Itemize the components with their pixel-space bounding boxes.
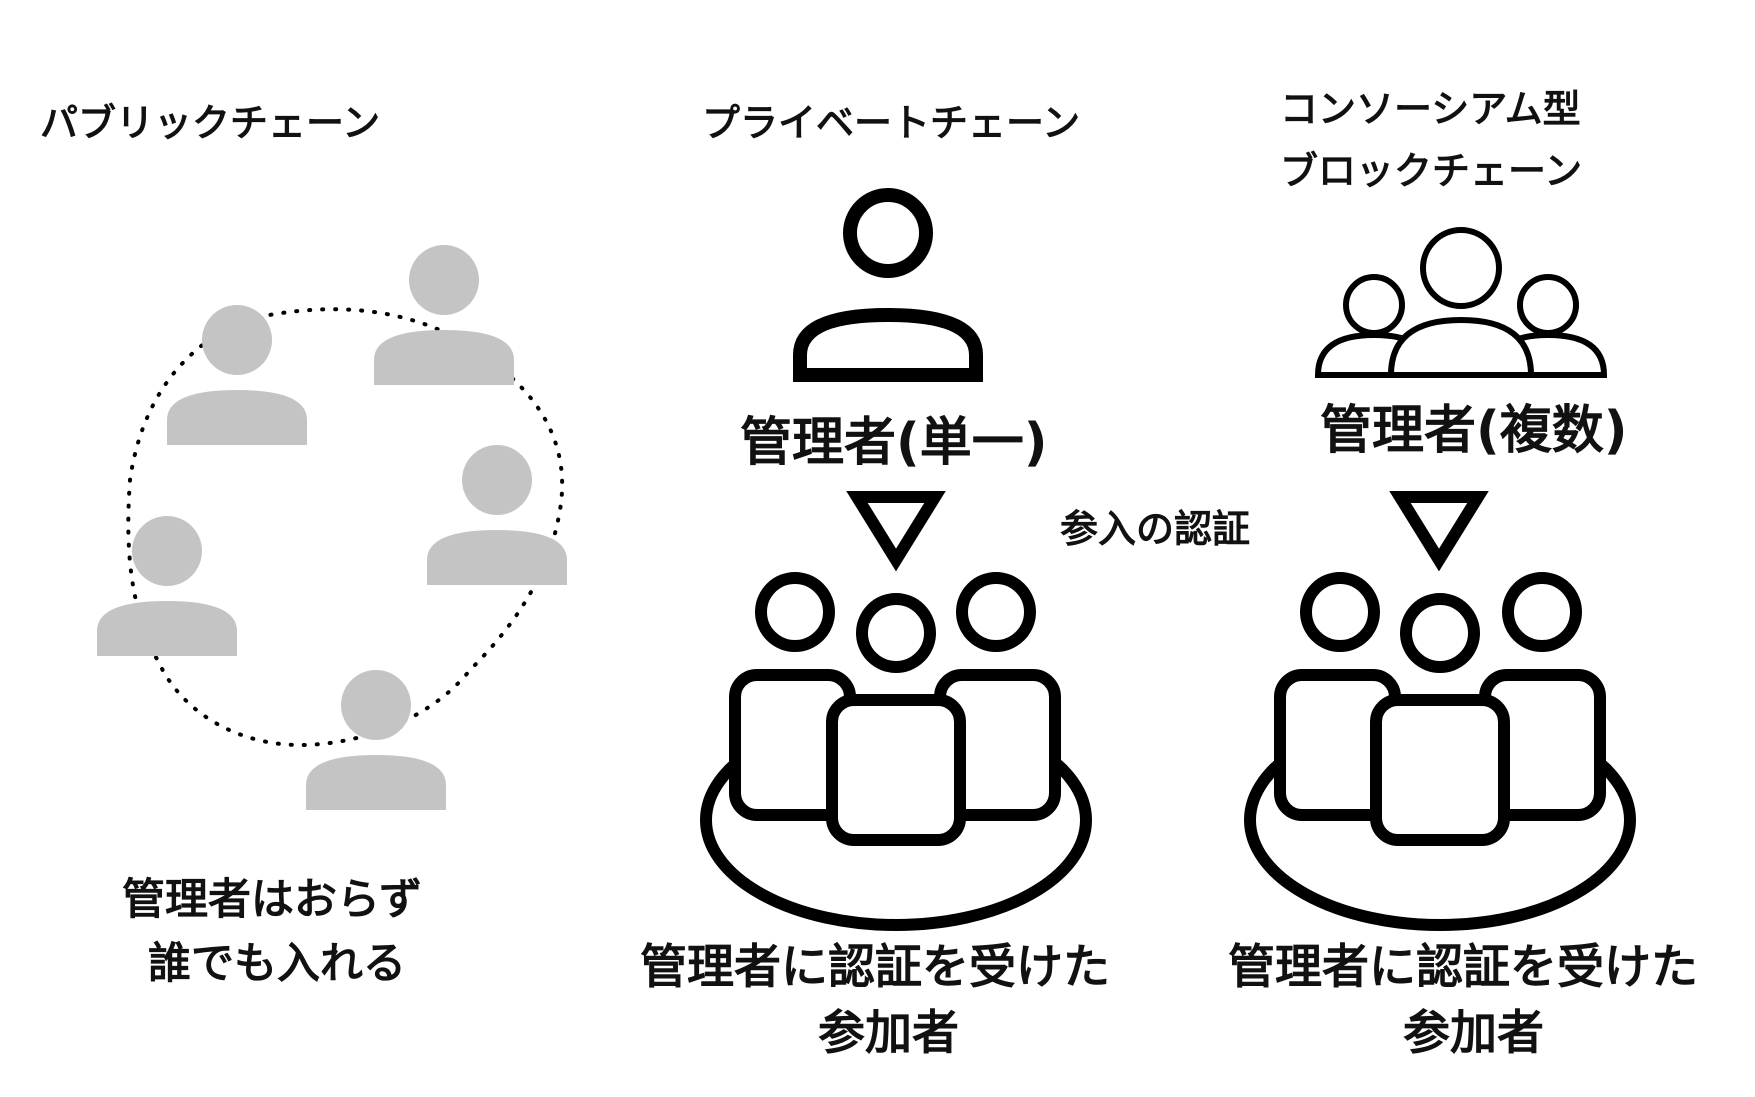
private-admin-label: 管理者(単一) xyxy=(740,413,1048,473)
single-admin-icon xyxy=(793,188,983,382)
multiple-admin-icon xyxy=(1314,227,1608,378)
public-person-icon xyxy=(374,245,514,385)
public-caption-line1: 管理者はおらず xyxy=(122,875,423,925)
public-person-icon xyxy=(167,305,307,445)
down-triangle-icon xyxy=(1389,491,1489,572)
down-triangle-icon xyxy=(846,491,946,572)
consortium-chain-title-line2: ブロックチェーン xyxy=(1280,149,1583,193)
private-caption-line1: 管理者に認証を受けた xyxy=(640,940,1110,995)
consortium-caption-line2: 参加者 xyxy=(1403,1006,1544,1061)
public-chain-title: パブリックチェーン xyxy=(40,101,381,145)
participant-group-icon xyxy=(700,572,1092,931)
public-caption-line2: 誰でも入れる xyxy=(148,939,406,989)
private-caption-line2: 参加者 xyxy=(818,1006,959,1061)
entry-authentication-label: 参入の認証 xyxy=(1060,507,1251,551)
public-person-icon xyxy=(306,670,446,810)
public-person-icon xyxy=(427,445,567,585)
consortium-admin-label: 管理者(複数) xyxy=(1320,401,1628,461)
consortium-caption-line1: 管理者に認証を受けた xyxy=(1228,940,1698,995)
private-chain-title: プライベートチェーン xyxy=(702,101,1081,145)
consortium-chain-title-line1: コンソーシアム型 xyxy=(1280,87,1581,131)
participant-group-icon xyxy=(1244,572,1636,931)
public-person-icon xyxy=(97,516,237,656)
